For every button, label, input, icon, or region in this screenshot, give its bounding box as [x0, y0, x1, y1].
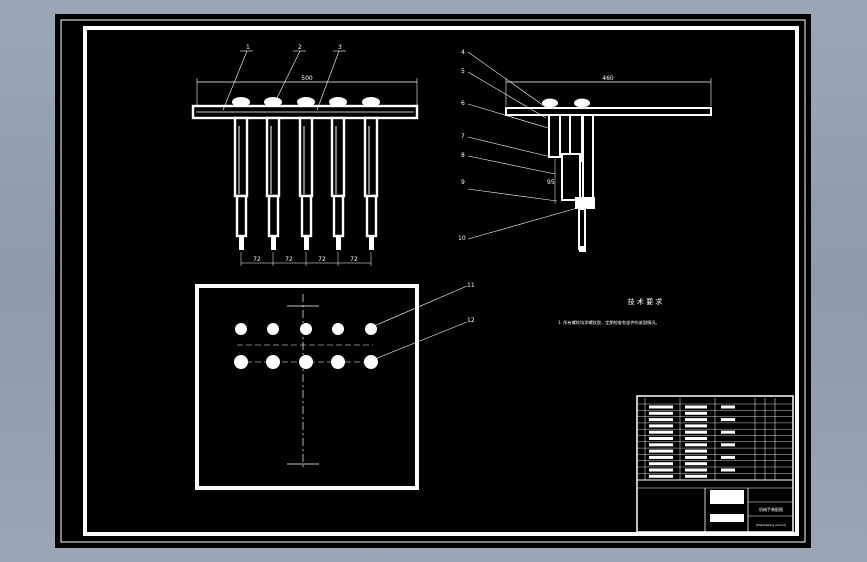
front-view: 500	[191, 44, 419, 266]
inner-frame	[83, 26, 799, 536]
parts-list-cell-text	[649, 443, 673, 447]
parts-list-cell-text	[685, 468, 707, 472]
dim-pitch-1: 72	[253, 256, 261, 263]
balloon-7: 7	[461, 133, 465, 140]
drawing-sheet: 500	[60, 19, 806, 543]
parts-list-cell-text	[685, 418, 707, 422]
parts-list-cell-text	[685, 474, 707, 478]
dim-side-width: 460	[602, 75, 614, 82]
parts-list-cell-text	[685, 455, 707, 459]
base-plate	[195, 284, 419, 490]
outer-border	[60, 19, 806, 543]
balloon-11: 11	[467, 282, 475, 289]
dim-pitch-2: 72	[285, 256, 293, 263]
parts-list-cell-text	[721, 430, 735, 434]
dim-top-width: 500	[301, 75, 313, 82]
cylinder-3	[297, 97, 315, 250]
title-block-rows	[637, 403, 793, 478]
balloon-5: 5	[461, 68, 465, 75]
cylinder-1	[232, 97, 250, 250]
tech-requirements: 技 术 要 求 1. 所有螺栓均涂螺纹胶，定期检查各部件的紧固情况。	[558, 297, 662, 326]
parts-list-cell-text	[649, 424, 673, 428]
dim-pitch-3: 72	[318, 256, 326, 263]
parts-list-cell-text	[649, 474, 673, 478]
balloon-6: 6	[461, 100, 465, 107]
dim-pitch-4: 72	[350, 256, 358, 263]
parts-list-cell-text	[649, 449, 673, 453]
parts-list-cell-text	[685, 437, 707, 440]
parts-list-cell-text	[721, 443, 735, 447]
tech-req-title: 技 术 要 求	[628, 297, 663, 306]
cylinder-4	[329, 97, 347, 250]
dim-side-height: 95	[547, 179, 555, 186]
parts-list-cell-text	[721, 455, 735, 459]
parts-list-cell-text	[685, 424, 707, 428]
parts-list-cell-text	[649, 455, 673, 459]
parts-list-cell-text	[721, 468, 735, 472]
balloon-10: 10	[458, 235, 466, 242]
parts-list-cell-text	[721, 405, 735, 409]
balloon-8: 8	[461, 152, 465, 159]
balloon-9: 9	[461, 179, 465, 186]
school-name: JKS[drawing school]	[755, 523, 786, 527]
parts-list-cell-text	[649, 411, 673, 415]
cylinder-5	[362, 97, 380, 250]
balloon-12: 12	[467, 317, 475, 324]
side-view: 460 95 4 5 6 7 8 9 10	[458, 49, 712, 252]
balloon-1: 1	[246, 44, 250, 51]
parts-list-cell-text	[685, 405, 707, 409]
parts-list-cell-text	[685, 462, 707, 466]
cylinder-2	[264, 97, 282, 250]
parts-list-cell-text	[685, 411, 707, 415]
parts-list-cell-text	[685, 449, 707, 453]
cad-viewport[interactable]: 500	[55, 14, 811, 548]
parts-list-cell-text	[649, 462, 673, 466]
balloon-3: 3	[338, 44, 342, 51]
parts-list-cell-text	[649, 430, 673, 434]
parts-list-cell-text	[649, 468, 673, 472]
side-plate	[505, 107, 712, 116]
drawing-name: 机械手装配图	[759, 506, 783, 512]
tech-req-note: 1. 所有螺栓均涂螺纹胶，定期检查各部件的紧固情况。	[558, 319, 660, 326]
parts-list-cell-text	[649, 405, 673, 409]
balloon-4: 4	[461, 49, 465, 56]
parts-list-cell-text	[685, 430, 707, 434]
parts-list-cell-text	[685, 443, 707, 447]
parts-list-cell-text	[649, 437, 673, 440]
plan-view: 11 12	[195, 282, 475, 490]
balloon-2: 2	[298, 44, 302, 51]
parts-list-cell-text	[649, 418, 673, 422]
parts-list-cell-text	[721, 418, 735, 422]
